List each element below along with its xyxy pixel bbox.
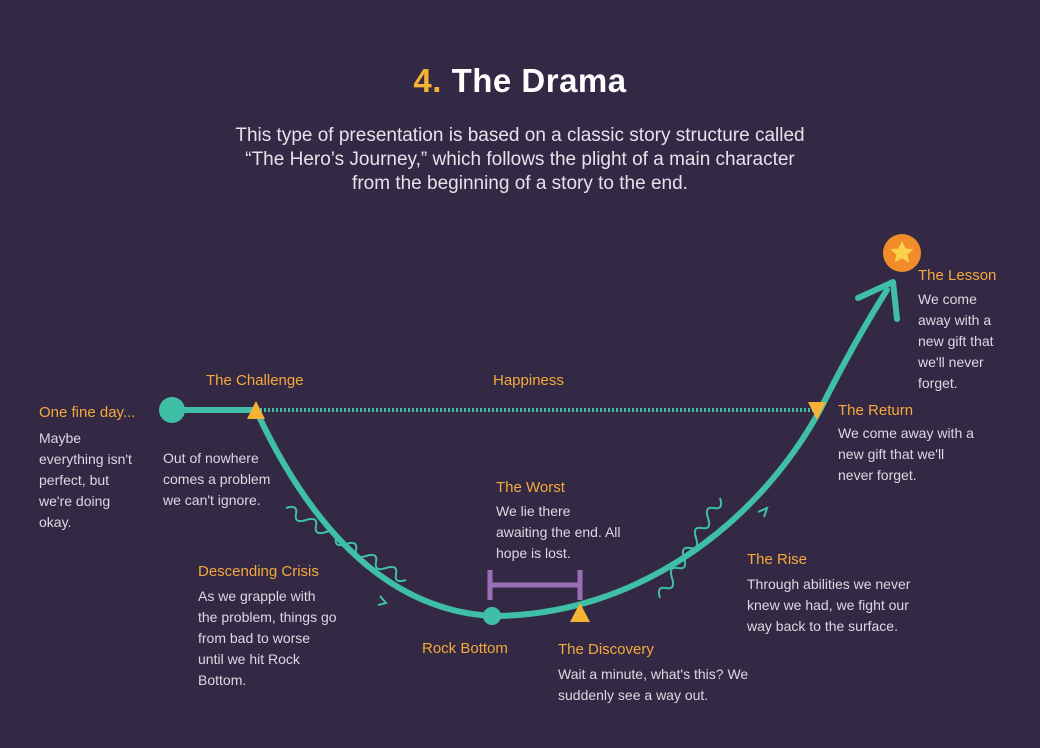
rock-bottom-dot [483,607,501,625]
descending-crisis-label: Descending Crisis [198,563,319,580]
return-label: The Return [838,402,914,419]
intro-text: This type of presentation is based on a … [235,125,805,194]
page-title: 4. The Drama [0,62,1040,100]
start-dot [159,397,185,423]
challenge-desc: Out of nowhere comes a problem we can't … [163,450,271,508]
discovery-marker [570,603,590,622]
return-desc: We come away with a new gift that we'll … [838,425,974,483]
descending-squiggle-arrowhead [377,595,388,606]
one-fine-day-desc: Maybe everything isn't perfect, but we'r… [39,430,132,530]
lesson-label: The Lesson [918,267,997,284]
worst-bracket [487,570,583,600]
journey-arrowhead [855,279,900,322]
discovery-label: The Discovery [558,641,654,658]
rock-bottom-label: Rock Bottom [422,640,508,657]
title-text: The Drama [451,62,627,99]
rise-squiggle [657,497,723,599]
title-number: 4. [413,62,442,99]
challenge-label: The Challenge [206,372,304,389]
worst-desc: We lie there awaiting the end. All hope … [496,503,621,561]
rise-label: The Rise [747,551,808,568]
descending-squiggle [285,505,407,583]
lesson-desc: We come away with a new gift that we'll … [918,291,994,391]
one-fine-day-label: One fine day... [39,404,136,421]
rise-squiggle-arrowhead [757,506,769,518]
worst-label: The Worst [496,479,565,496]
descending-crisis-desc: As we grapple with the problem, things g… [198,588,337,688]
challenge-marker [247,401,265,419]
happiness-label: Happiness [493,372,564,389]
star-icon [883,234,921,272]
discovery-desc: Wait a minute, what's this? We suddenly … [558,666,749,703]
return-marker [808,402,826,420]
journey-curve [253,287,890,620]
rise-desc: Through abilities we never knew we had, … [747,576,911,634]
